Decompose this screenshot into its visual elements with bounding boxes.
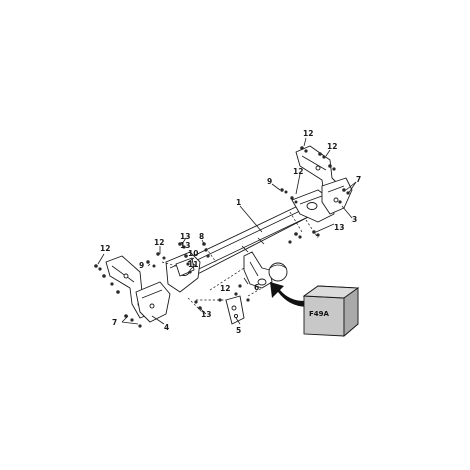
callout-13-left-top: 13 <box>180 232 190 241</box>
callout-12-right: 12 <box>293 167 303 176</box>
callout-9-left: 9 <box>139 261 144 270</box>
callout-11: 11 <box>188 260 198 269</box>
kit-code-label: F49A <box>309 310 330 318</box>
callout-4: 4 <box>164 323 169 332</box>
callout-13-left-mid: 13 <box>180 241 190 250</box>
callout-12-top: 12 <box>303 129 313 138</box>
socket-plate <box>225 295 245 325</box>
callout-8: 8 <box>199 232 204 241</box>
callout-6: 6 <box>254 283 259 292</box>
curved-arrow-icon <box>270 282 314 307</box>
assembly-guides <box>161 211 319 315</box>
left-side-bracket <box>135 281 171 323</box>
tow-ball-assembly <box>243 251 288 289</box>
callout-labels: 12 12 9 12 7 3 13 1 12 13 8 9 12 13 10 1… <box>100 129 361 335</box>
callout-7-right: 7 <box>356 175 361 184</box>
callout-12-top-right: 12 <box>327 142 337 151</box>
callout-3: 3 <box>352 215 357 224</box>
callout-5: 5 <box>236 326 241 335</box>
callout-12-left: 12 <box>100 244 110 253</box>
callout-12-left-mid: 12 <box>154 238 164 247</box>
leader-lines <box>97 137 357 325</box>
callout-1: 1 <box>236 198 241 207</box>
electrical-kit-box: F49A <box>302 285 360 337</box>
callout-13-right: 13 <box>334 223 344 232</box>
callout-13-bottom: 13 <box>201 310 211 319</box>
callout-12-bottom: 12 <box>220 284 230 293</box>
callout-10: 10 <box>188 249 198 258</box>
callout-9-right: 9 <box>267 177 272 186</box>
callout-7-left: 7 <box>112 318 117 327</box>
